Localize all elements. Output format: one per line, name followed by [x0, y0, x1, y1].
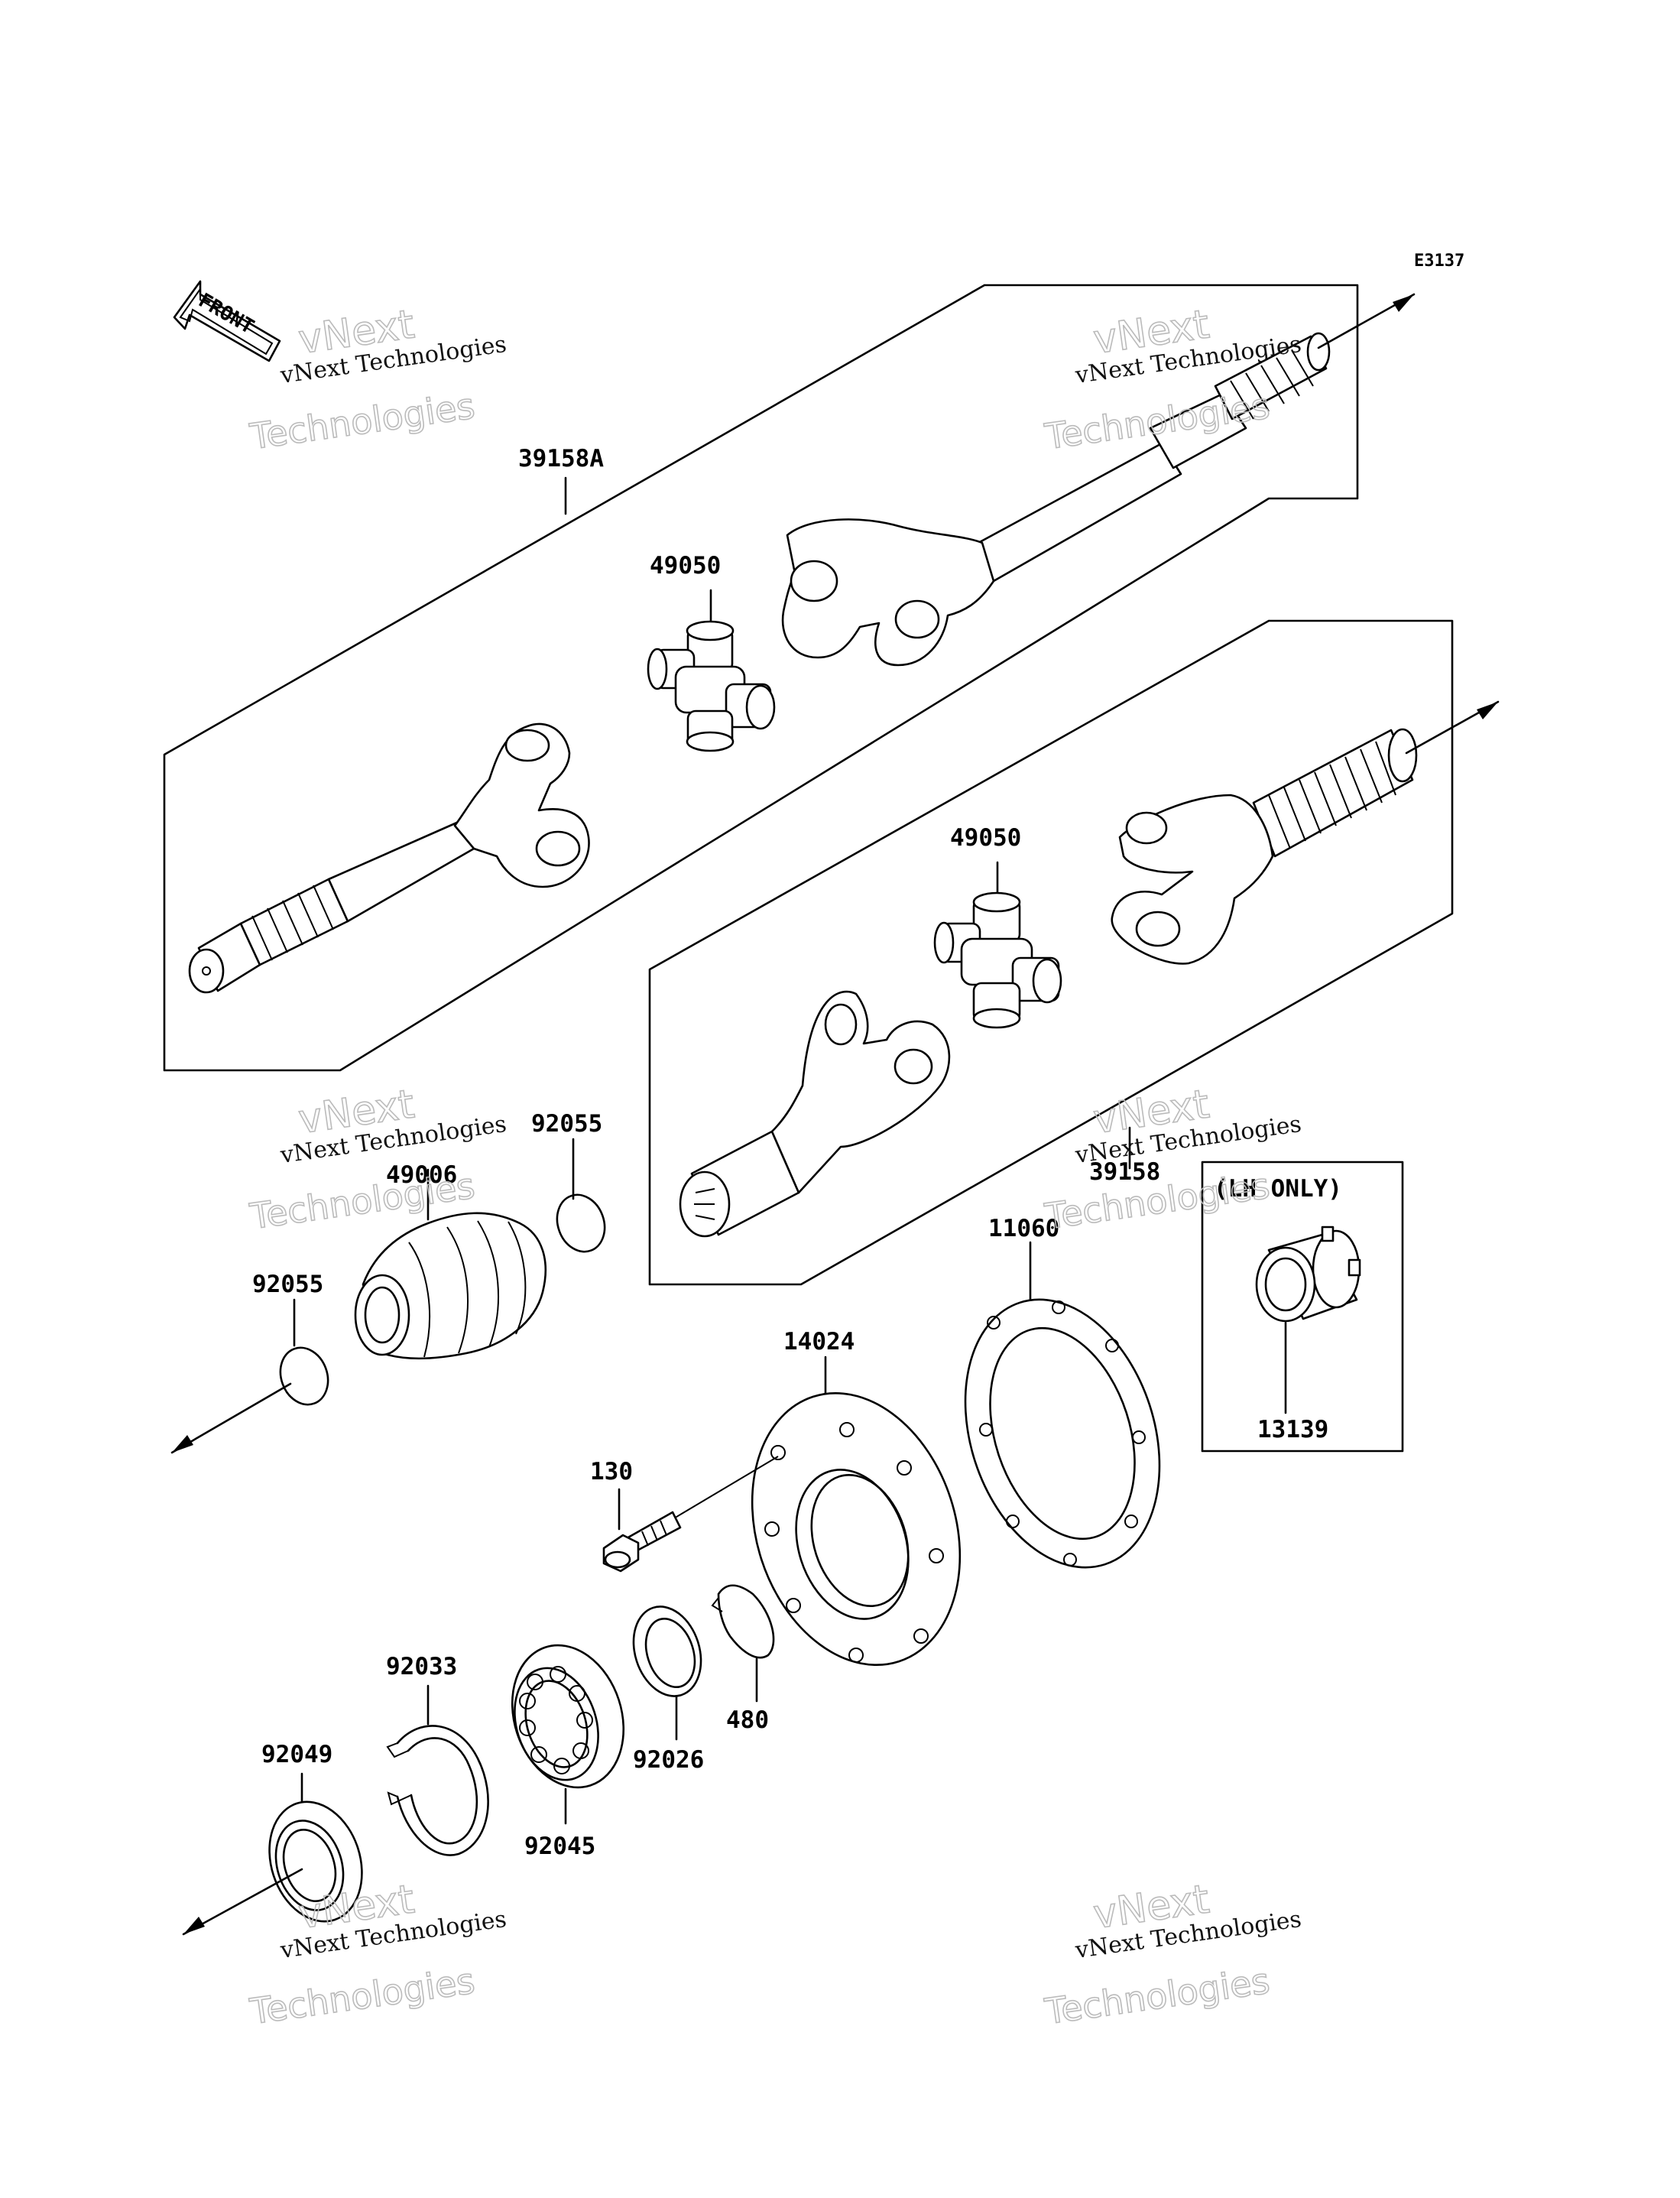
shim-92026: [632, 1605, 702, 1697]
callout-39158: 39158: [1089, 1158, 1160, 1186]
callout-92033: 92033: [386, 1653, 457, 1680]
watermark-bottom-left: vNext Technologies vNext Technologies: [247, 1876, 508, 2033]
bearing-retainer-14024: [751, 1392, 962, 1666]
gasket-11060: [964, 1298, 1161, 1569]
watermark-middle-left: vNext Technologies vNext Technologies: [247, 1081, 508, 1238]
diagram-code: E3137: [1414, 252, 1464, 271]
lower-drive-shaft-right: [1111, 728, 1418, 965]
watermark-bottom-right: vNext Technologies vNext Technologies: [1042, 1876, 1303, 2033]
lh-only-box: [1201, 1161, 1404, 1453]
circlip-92055-lower: [279, 1346, 329, 1406]
centerline-arrow-icon: [1477, 702, 1498, 719]
callout-13139: 13139: [1257, 1416, 1328, 1443]
centerline-arrow-icon: [183, 1917, 205, 1934]
ball-bearing-92045: [511, 1644, 625, 1789]
universal-joint-cross-upper: [647, 620, 776, 752]
callout-39158A: 39158A: [518, 445, 604, 472]
leader-130-to-hole: [664, 1456, 779, 1524]
callout-130: 130: [590, 1458, 633, 1485]
circlip-92055-upper: [556, 1193, 606, 1253]
centerline-left-lower: [182, 1868, 303, 1936]
spacer-13139: [1255, 1226, 1361, 1323]
callout-92045: 92045: [524, 1833, 595, 1860]
note-lh-only: (LH ONLY): [1214, 1175, 1342, 1203]
centerline-arrow-icon: [1393, 294, 1414, 312]
lower-drive-shaft-left: [679, 990, 951, 1238]
callout-49050-upper: 49050: [650, 552, 721, 580]
callout-49006: 49006: [386, 1161, 457, 1189]
callout-92055-lower: 92055: [252, 1271, 323, 1298]
callout-92049: 92049: [261, 1741, 332, 1768]
upper-drive-shaft-left: [188, 722, 590, 994]
upper-drive-shaft-right: [781, 332, 1331, 667]
callout-49050-lower: 49050: [950, 824, 1021, 852]
callout-14024: 14024: [783, 1328, 855, 1355]
watermark-middle-right: vNext Technologies vNext Technologies: [1042, 1081, 1303, 1238]
front-arrow-icon: FRONT: [173, 280, 281, 362]
oil-seal-92049: [268, 1800, 363, 1923]
snap-ring-92033: [386, 1725, 489, 1856]
bolt-130: [602, 1511, 682, 1573]
dust-boot-49006: [354, 1212, 547, 1360]
svg-text:Technologies: Technologies: [1042, 1960, 1272, 2033]
callout-92055-upper: 92055: [531, 1110, 602, 1138]
assembly-outline-39158: [648, 619, 1454, 1286]
svg-text:Technologies: Technologies: [247, 1960, 477, 2033]
centerline-arrow-icon: [172, 1435, 193, 1453]
assembly-outline-39158A: [163, 284, 1359, 1072]
svg-text:Technologies: Technologies: [247, 385, 477, 458]
callout-11060: 11060: [988, 1215, 1059, 1242]
callout-480: 480: [726, 1706, 769, 1734]
centerline-left-upper: [170, 1382, 292, 1454]
circlip-480: [717, 1584, 775, 1659]
universal-joint-cross-lower: [933, 891, 1062, 1029]
callout-92026: 92026: [633, 1746, 704, 1774]
watermark-top-left: vNext Technologies vNext Technologies: [247, 301, 508, 458]
